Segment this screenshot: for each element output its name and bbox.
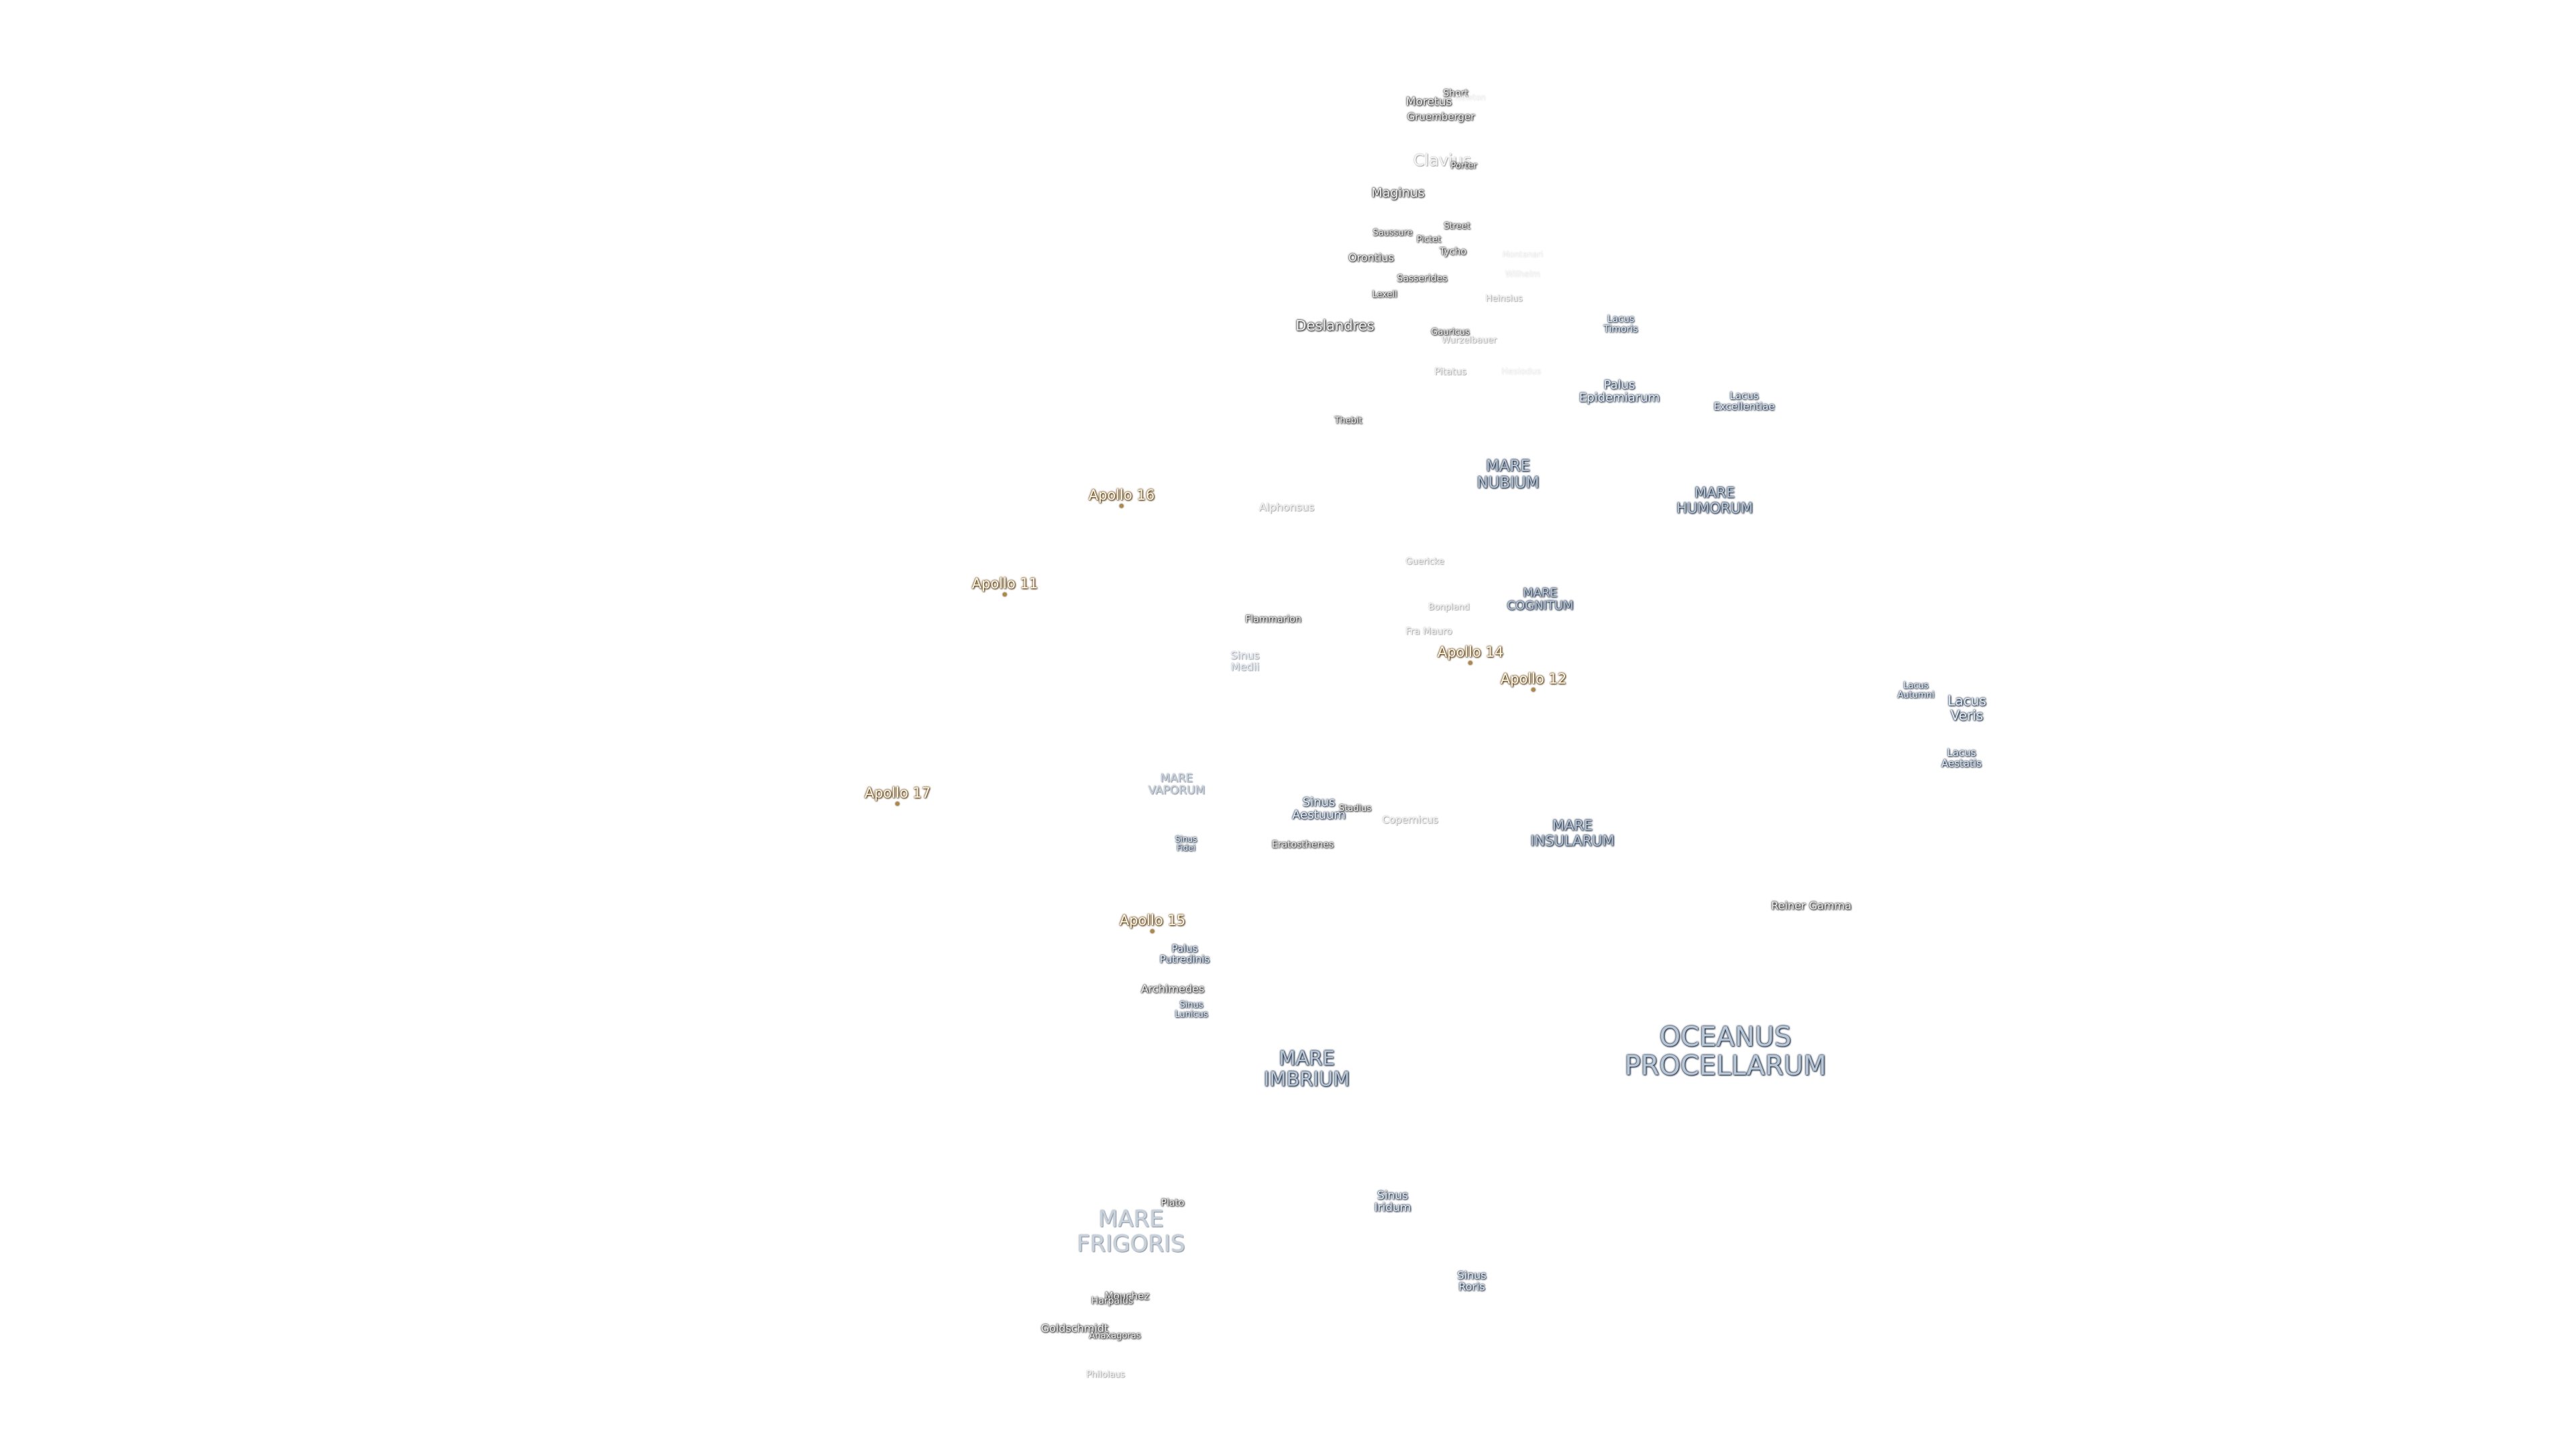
crater-label-copernicus[interactable]: Copernicus xyxy=(1382,813,1438,826)
crater-label-lexell[interactable]: Lexell xyxy=(1372,289,1397,300)
apollo-17-site[interactable]: Apollo 17 xyxy=(865,786,930,806)
crater-label-alphonsus[interactable]: Alphonsus xyxy=(1258,500,1315,514)
crater-label-maginus[interactable]: Maginus xyxy=(1371,185,1425,201)
crater-label-flammarion[interactable]: Flammarion xyxy=(1245,614,1301,625)
crater-label-bonpland[interactable]: Bonpland xyxy=(1428,602,1470,612)
crater-label-fra-mauro[interactable]: Fra Mauro xyxy=(1405,626,1452,637)
crater-label-sasserides[interactable]: Sasserides xyxy=(1397,273,1448,284)
landing-site-marker-icon xyxy=(1532,687,1536,692)
crater-label-newton[interactable]: Newton xyxy=(1455,93,1486,103)
apollo-15-site[interactable]: Apollo 15 xyxy=(1120,913,1185,933)
crater-label-goldschmidt[interactable]: Goldschmidt xyxy=(1040,1322,1109,1335)
landing-site-marker-icon xyxy=(1120,503,1124,508)
crater-label-moretus[interactable]: Moretus xyxy=(1405,95,1452,109)
crater-label-street[interactable]: Street xyxy=(1444,221,1470,231)
crater-label-gruemberger[interactable]: Gruemberger xyxy=(1407,110,1475,123)
apollo-14-site[interactable]: Apollo 14 xyxy=(1438,645,1503,665)
crater-label-philolaus[interactable]: Philolaus xyxy=(1086,1369,1125,1380)
crater-label-anaxagoras[interactable]: Anaxagoras xyxy=(1089,1330,1141,1341)
crater-label-short[interactable]: Short xyxy=(1443,88,1468,99)
crater-label-wurzelbauer[interactable]: Wurzelbauer xyxy=(1441,335,1497,345)
apollo-16-site[interactable]: Apollo 16 xyxy=(1089,488,1155,508)
landing-site-marker-icon xyxy=(1003,592,1007,596)
crater-label-wilhelm[interactable]: Wilhelm xyxy=(1505,269,1541,280)
crater-label-montanari[interactable]: Montanari xyxy=(1502,250,1544,260)
crater-label-gauricus[interactable]: Gauricus xyxy=(1431,327,1470,337)
landing-site-marker-icon xyxy=(896,801,900,806)
crater-label-heinsius[interactable]: Heinsius xyxy=(1485,293,1523,304)
crater-label-deslandres[interactable]: Deslandres xyxy=(1295,317,1375,334)
crater-label-saussure[interactable]: Saussure xyxy=(1373,227,1413,238)
crater-label-thebit[interactable]: Thebit xyxy=(1334,415,1362,426)
crater-label-porter[interactable]: Porter xyxy=(1450,160,1477,171)
crater-label-archimedes[interactable]: Archimedes xyxy=(1140,982,1205,996)
crater-label-pictet[interactable]: Pictet xyxy=(1416,234,1442,245)
crater-label-pitatus[interactable]: Pitatus xyxy=(1434,366,1466,378)
crater-label-mouchez[interactable]: Mouchez xyxy=(1104,1289,1150,1302)
landing-site-marker-icon xyxy=(1468,660,1472,665)
crater-label-harpalus[interactable]: Harpalus xyxy=(1091,1295,1134,1307)
crater-label-tycho[interactable]: Tycho xyxy=(1440,246,1466,258)
crater-label-plato[interactable]: Plato xyxy=(1161,1197,1185,1209)
apollo-11-site[interactable]: Apollo 11 xyxy=(972,576,1038,596)
crater-label-hesiodus[interactable]: Hesiodus xyxy=(1501,366,1542,377)
crater-label-stadius[interactable]: Stadius xyxy=(1338,803,1372,814)
apollo-12-site[interactable]: Apollo 12 xyxy=(1501,672,1566,692)
landing-site-marker-icon xyxy=(1150,928,1155,933)
crater-label-clavius[interactable]: Clavius xyxy=(1413,151,1472,170)
crater-label-reiner-gamma[interactable]: Reiner Gamma xyxy=(1771,899,1851,912)
crater-label-orontius[interactable]: Orontius xyxy=(1348,251,1394,264)
crater-label-guericke[interactable]: Guericke xyxy=(1405,556,1444,567)
crater-label-eratosthenes[interactable]: Eratosthenes xyxy=(1271,839,1334,851)
